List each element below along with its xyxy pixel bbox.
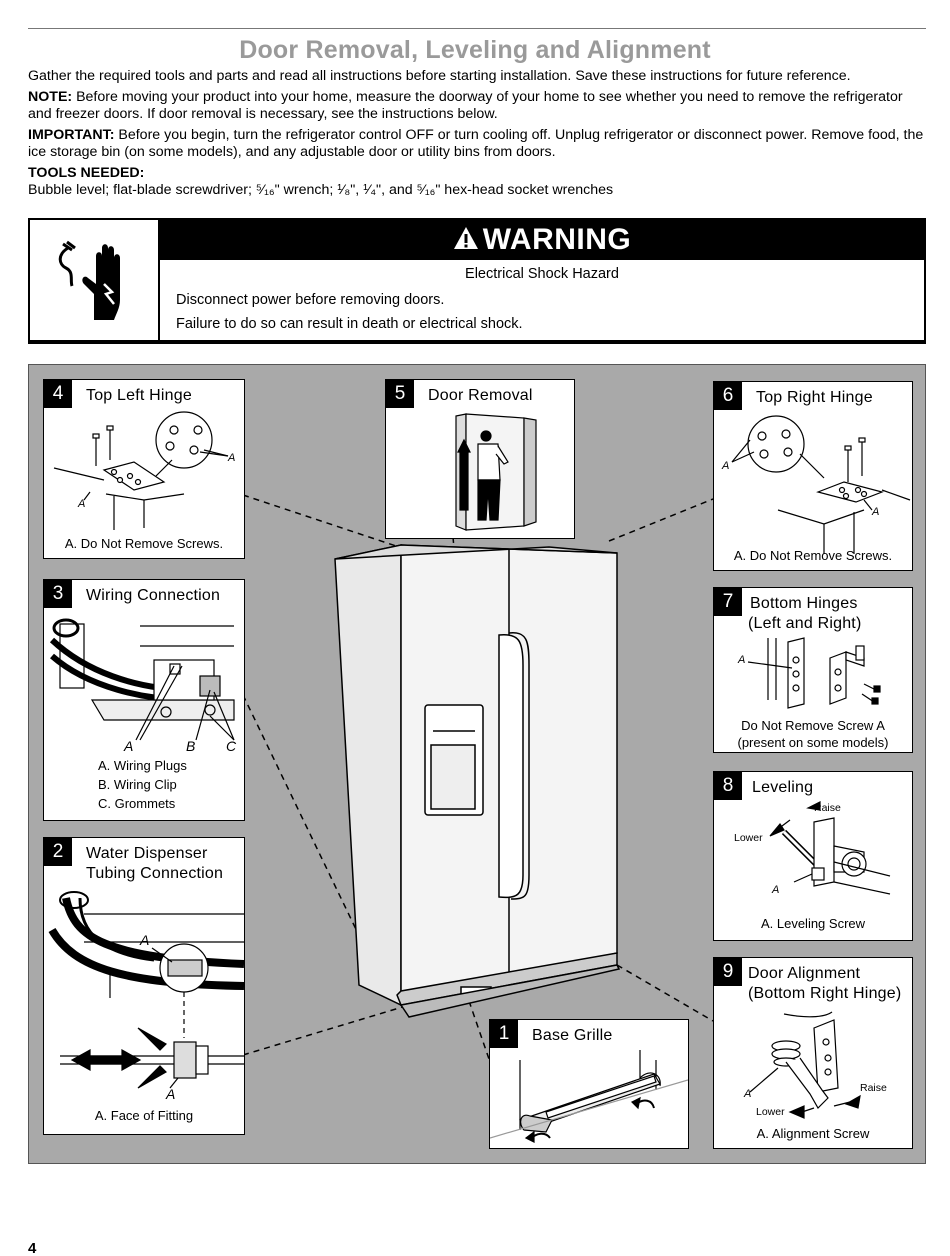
step-title: Wiring Connection: [86, 587, 221, 604]
tubing-illustration: [48, 891, 244, 1089]
wiring-illustration: [49, 618, 235, 741]
step-number: 3: [44, 580, 72, 608]
step-caption: A. Alignment Screw: [756, 1126, 870, 1141]
warning-box: WARNING Electrical Shock Hazard Disconne…: [28, 218, 926, 344]
step-number: 2: [44, 838, 72, 866]
hinge-illustration: [53, 411, 229, 530]
electrical-shock-hand-icon: [30, 220, 160, 340]
step-4-top-left-hinge: 4 Top Left Hinge A A A. Do Not Rem: [43, 379, 245, 559]
step-number: 5: [386, 380, 414, 408]
important-label: IMPORTANT:: [28, 127, 115, 143]
legend-grommets: C. Grommets: [98, 796, 176, 811]
warning-line-1: Disconnect power before removing doors.: [176, 292, 445, 308]
step-title-line-1: Door Alignment: [748, 965, 861, 982]
door-removal-illustration: [455, 413, 537, 531]
page-number: 4: [28, 1240, 37, 1256]
step-number: 8: [714, 772, 742, 800]
step-title: Leveling: [752, 779, 814, 796]
step-number: 9: [714, 958, 742, 986]
step-title: Base Grille: [532, 1027, 613, 1044]
step-caption: A. Do Not Remove Screws.: [733, 548, 893, 563]
step-title-line-2: (Bottom Right Hinge): [748, 985, 902, 1002]
step-title-line-1: Water Dispenser: [86, 845, 208, 862]
note-label: NOTE:: [28, 89, 73, 105]
label-a: A: [722, 460, 730, 472]
tools-text: Bubble level; flat-blade screwdriver; ⁵⁄…: [28, 182, 614, 198]
label-c: C: [226, 738, 237, 754]
step-9-door-alignment: 9 Door Alignment (Bottom Right Hinge) Ra…: [713, 957, 913, 1149]
lower-label: Lower: [734, 832, 763, 844]
step-title-line-2: (Left and Right): [748, 615, 862, 632]
step-caption-line-1: Do Not Remove Screw A: [741, 718, 885, 733]
top-rule: [28, 28, 926, 29]
diagram-panel: 4 Top Left Hinge A A A. Do Not Rem: [28, 364, 926, 1164]
step-title-line-1: Bottom Hinges: [750, 595, 858, 612]
label-b: B: [186, 738, 196, 754]
note-text: Before moving your product into your hom…: [28, 89, 903, 122]
label-a: A: [140, 932, 150, 948]
label-a: A: [744, 1088, 752, 1100]
step-3-wiring-connection: 3 Wiring Connection A: [43, 579, 245, 821]
step-caption: A. Do Not Remove Screws.: [64, 536, 224, 551]
warning-hazard: Electrical Shock Hazard: [465, 266, 619, 282]
label-a: A: [872, 506, 880, 518]
step-1-base-grille: 1 Base Grille: [489, 1019, 689, 1149]
label-a: A: [228, 452, 236, 464]
lower-label: Lower: [756, 1106, 785, 1118]
wiring-legend: A. Wiring Plugs B. Wiring Clip C. Gromme…: [98, 756, 187, 813]
bottom-hinge-illustration: [747, 637, 881, 709]
step-title: Top Left Hinge: [86, 387, 192, 404]
step-title-line-2: Tubing Connection: [86, 865, 224, 882]
base-grille-illustration: [490, 1050, 688, 1143]
important-text: Before you begin, turn the refrigerator …: [28, 127, 924, 160]
step-number: 4: [44, 380, 72, 408]
label-a: A: [166, 1086, 176, 1102]
step-7-bottom-hinges: 7 Bottom Hinges (Left and Right) A Do No…: [713, 587, 913, 753]
tools-label: TOOLS NEEDED:: [28, 165, 145, 181]
step-caption: A. Face of Fitting: [94, 1108, 194, 1123]
page-title: Door Removal, Leveling and Alignment: [239, 36, 711, 64]
step-2-water-dispenser-tubing: 2 Water Dispenser Tubing Connection: [43, 837, 245, 1135]
legend-wiring-clip: B. Wiring Clip: [98, 777, 177, 792]
warning-triangle-icon: [453, 227, 478, 250]
step-number: 6: [714, 382, 742, 410]
legend-wiring-plugs: A. Wiring Plugs: [98, 758, 187, 773]
label-a: A: [738, 654, 746, 666]
step-caption-line-2: (present on some models): [737, 735, 889, 750]
step-8-leveling: 8 Leveling Raise Lower A A. Leveling Sc: [713, 771, 913, 941]
label-a: A: [124, 738, 134, 754]
leveling-illustration: [769, 801, 891, 895]
step-5-door-removal: 5 Door Removal: [385, 379, 575, 539]
raise-label: Raise: [860, 1082, 887, 1094]
label-a: A: [772, 884, 780, 896]
raise-label: Raise: [814, 802, 841, 814]
step-title: Top Right Hinge: [756, 389, 873, 406]
warning-line-2: Failure to do so can result in death or …: [176, 316, 523, 332]
intro-text: Gather the required tools and parts and …: [28, 68, 851, 84]
step-caption: A. Leveling Screw: [760, 916, 866, 931]
hinge-illustration: [731, 415, 911, 554]
important-paragraph: IMPORTANT: Before you begin, turn the re…: [28, 127, 928, 161]
step-number: 7: [714, 588, 742, 616]
step-title: Door Removal: [428, 387, 533, 404]
warning-heading-bar: WARNING: [160, 220, 924, 260]
note-paragraph: NOTE: Before moving your product into yo…: [28, 89, 928, 123]
label-a: A: [78, 498, 86, 510]
intro-block: Gather the required tools and parts and …: [28, 68, 928, 203]
step-number: 1: [490, 1020, 518, 1048]
warning-heading: WARNING: [482, 223, 632, 256]
alignment-illustration: [749, 1011, 861, 1119]
step-6-top-right-hinge: 6 Top Right Hinge A A A. Do Not Re: [713, 381, 913, 571]
